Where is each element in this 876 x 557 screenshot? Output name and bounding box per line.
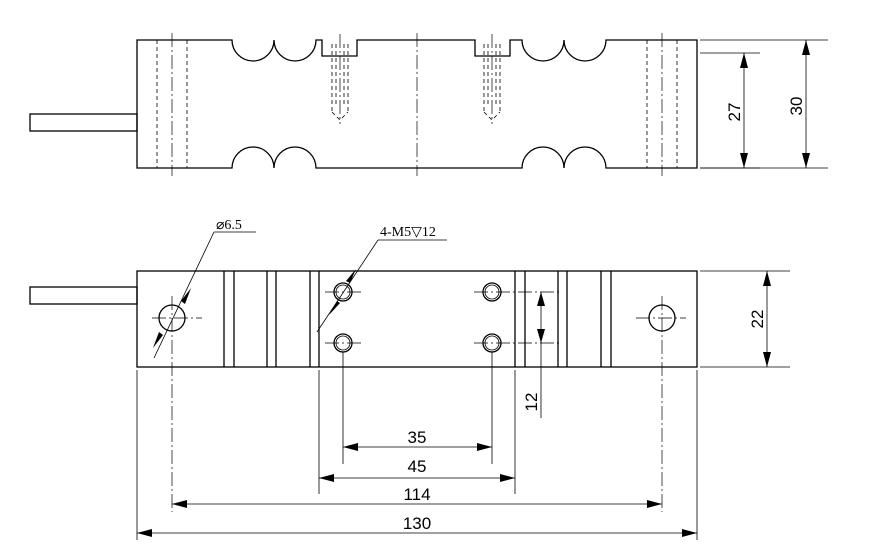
- top-view-body: [136, 270, 698, 368]
- horizontal-dimensions: 35 45 114 130: [136, 340, 698, 540]
- top-view-gauge-lines: [223, 271, 612, 367]
- threaded-hole-br: [474, 333, 562, 353]
- dimension-22: 22: [700, 270, 790, 368]
- top-view: ⌀6.5 4-M5▽12 22 12: [29, 218, 790, 418]
- dimension-27: 27: [700, 52, 760, 169]
- note-threaded-holes: 4-M5▽12: [380, 225, 436, 240]
- side-hole-right-hidden: [646, 40, 678, 168]
- dimension-114: 114: [172, 485, 662, 508]
- through-hole-right: [636, 296, 686, 338]
- dimension-30: 30: [700, 39, 828, 169]
- threaded-hole-bl: [325, 333, 362, 353]
- side-view: 27 30: [29, 33, 828, 176]
- threaded-hole-tr: [474, 282, 562, 302]
- dimension-114-label: 114: [403, 485, 430, 504]
- dimension-45: 45: [319, 457, 515, 482]
- through-hole-left: [152, 296, 202, 338]
- side-view-body: [136, 39, 698, 169]
- leader-through-hole: ⌀6.5: [153, 218, 256, 359]
- dimension-130-label: 130: [403, 514, 431, 533]
- side-threaded-hole-left: [331, 34, 349, 124]
- dimension-35-label: 35: [408, 428, 427, 447]
- side-hole-left-hidden: [156, 40, 188, 168]
- dimension-22-label: 22: [748, 310, 767, 329]
- dimension-12-label: 12: [522, 393, 541, 412]
- note-through-hole: ⌀6.5: [216, 218, 242, 233]
- dimension-27-label: 27: [725, 103, 744, 122]
- dimension-130: 130: [137, 514, 697, 537]
- dimension-45-label: 45: [408, 457, 427, 476]
- side-threaded-hole-right: [483, 34, 501, 124]
- dimension-12: 12: [522, 292, 545, 418]
- top-view-cable: [29, 286, 138, 305]
- leader-threaded-holes: 4-M5▽12: [316, 225, 447, 333]
- dimension-30-label: 30: [787, 97, 806, 116]
- side-view-cable: [29, 113, 138, 132]
- dimension-35: 35: [343, 428, 492, 451]
